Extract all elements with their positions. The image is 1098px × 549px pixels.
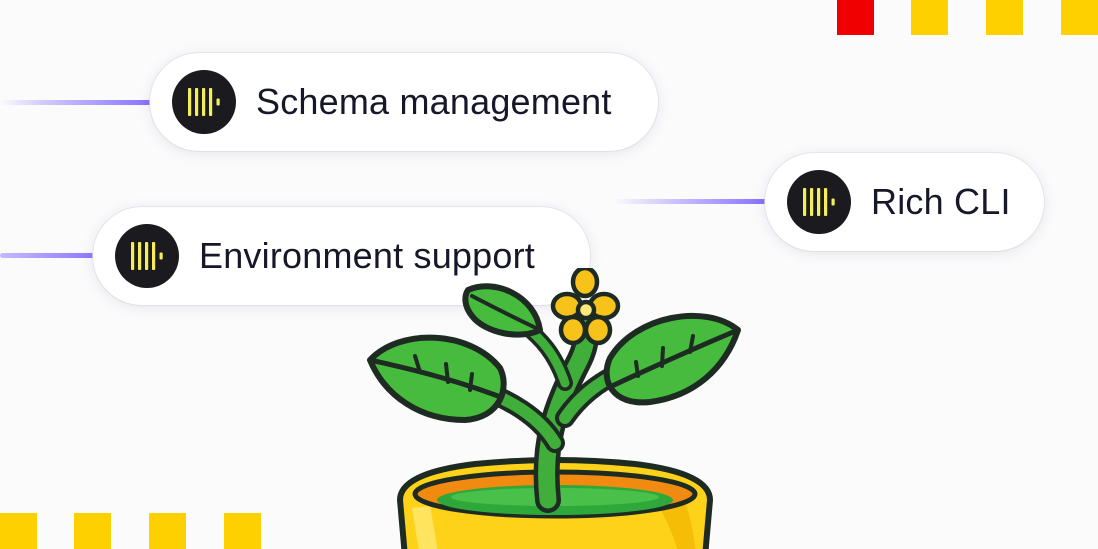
connector-line-schema: [0, 100, 158, 105]
plant-leaf-right: [603, 312, 741, 406]
decor-square-yellow: [911, 0, 948, 35]
feature-pill-schema-management: Schema management: [150, 53, 658, 151]
sprout-plant-illustration: [367, 268, 741, 549]
feature-pill-rich-cli: Rich CLI: [765, 153, 1044, 251]
feature-label: Environment support: [199, 235, 535, 276]
decor-square-yellow: [224, 513, 261, 549]
plant-flower: [550, 268, 621, 346]
decor-square-yellow: [986, 0, 1023, 35]
decor-square-yellow: [149, 513, 186, 549]
feature-label: Schema management: [256, 81, 612, 122]
brand-bars-icon: [115, 224, 179, 288]
decor-square-yellow: [0, 513, 37, 549]
connector-line-cli: [614, 199, 772, 204]
connector-line-environment: [0, 253, 102, 258]
feature-pill-environment-support: Environment support: [93, 207, 590, 305]
plant-leaf-left: [367, 334, 507, 423]
decor-square-yellow: [74, 513, 111, 549]
decor-square-yellow: [1061, 0, 1098, 35]
brand-bars-icon: [787, 170, 851, 234]
decor-square-red: [837, 0, 874, 35]
plant-leaf-small: [462, 283, 543, 338]
brand-bars-icon: [172, 70, 236, 134]
feature-label: Rich CLI: [871, 181, 1011, 222]
